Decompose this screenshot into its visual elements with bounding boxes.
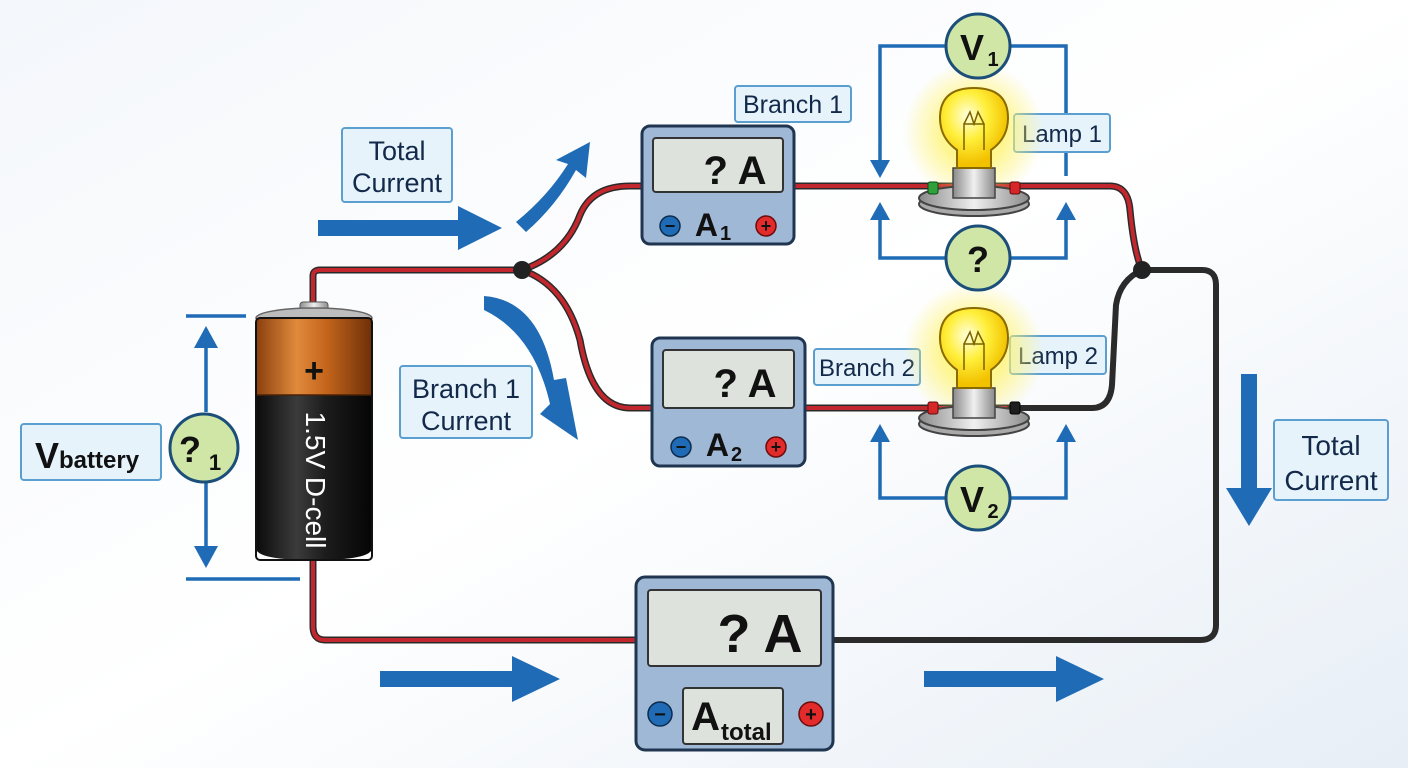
ammeter-a2-sub: 2 <box>731 444 742 466</box>
ammeter-a1-reading: ? A <box>704 149 767 193</box>
wire-return <box>830 267 1219 643</box>
ammeter-a2-symbol: A <box>706 427 729 463</box>
voltmeter-v1: V 1 <box>944 12 1012 80</box>
plus-terminal-icon <box>798 701 824 727</box>
voltmeter-v1-main: V <box>960 27 984 68</box>
ammeter-atotal: ? A − + A total <box>634 575 835 752</box>
voltmeter-v2-sub: 2 <box>987 501 998 523</box>
wires <box>309 182 1219 644</box>
label-text: Branch 1 <box>743 91 843 119</box>
label-text-line: Total <box>1301 430 1360 461</box>
v-battery-sub: battery <box>59 447 140 474</box>
label-text-line: Total <box>368 136 425 166</box>
plus-terminal-icon <box>765 436 787 458</box>
minus-sign: − <box>654 704 666 726</box>
label-branch1: Branch 1 <box>734 85 852 123</box>
v-battery-main: V <box>35 435 59 476</box>
minus-terminal-icon <box>659 215 681 237</box>
voltmeter-unknown: ? <box>944 224 1012 292</box>
minus-sign: − <box>665 216 676 236</box>
junction-left <box>513 261 531 279</box>
current-arrows <box>318 142 1272 702</box>
label-text-line: Current <box>421 406 512 436</box>
voltmeter-battery-main: ? <box>179 429 201 470</box>
battery-plus-sign: + <box>304 352 324 390</box>
label-text-line: Current <box>352 168 443 198</box>
voltmeter-v2-main: V <box>960 479 984 520</box>
arrow-total-current-top <box>318 206 502 250</box>
label-v-battery: Vbattery <box>20 423 162 481</box>
minus-terminal-icon <box>647 701 673 727</box>
ammeter-a1: ? A − + A 1 <box>640 124 796 246</box>
arrow-branch1-up <box>516 142 590 232</box>
v-battery-symbol: Vbattery <box>35 435 140 476</box>
arrow-bottom-left <box>380 656 560 702</box>
battery-label: 1.5V D-cell <box>300 412 331 549</box>
ammeter-a1-sub: 1 <box>720 223 731 245</box>
voltmeter-unknown-main: ? <box>967 239 989 280</box>
arrow-branch1-current <box>484 296 578 440</box>
voltmeter-v2: V 2 <box>944 464 1012 532</box>
label-total-current-top: Total Current <box>341 127 453 203</box>
label-text-line: Branch 1 <box>412 374 520 404</box>
plus-terminal-icon <box>755 215 777 237</box>
plus-sign: + <box>761 216 772 236</box>
label-text-line: Current <box>1284 465 1378 496</box>
ammeter-atotal-sub: total <box>721 719 772 746</box>
ammeter-a1-symbol: A <box>695 207 718 243</box>
battery-icon: + 1.5V D-cell <box>255 301 373 561</box>
junction-right <box>1133 261 1151 279</box>
ammeter-a2-reading: ? A <box>714 362 777 406</box>
arrow-bottom-right <box>924 656 1104 702</box>
battery-voltage-indicator <box>186 314 300 581</box>
ammeter-a2: ? A − + A 2 <box>650 336 807 468</box>
label-text: Branch 2 <box>819 355 915 382</box>
label-branch1-current: Branch 1 Current <box>399 365 533 439</box>
ammeter-atotal-reading: ? A <box>718 604 803 664</box>
minus-terminal-icon <box>670 436 692 458</box>
voltmeter-lead-arrowheads <box>870 160 1076 442</box>
voltmeter-v1-sub: 1 <box>987 49 998 71</box>
plus-sign: + <box>771 437 782 457</box>
minus-sign: − <box>676 437 687 457</box>
lightbulb-icon <box>904 62 1044 217</box>
wire-branch2-return <box>1007 267 1145 411</box>
voltmeter-battery-sub: 1 <box>209 450 221 475</box>
ammeter-atotal-symbol: A <box>691 695 720 739</box>
plus-sign: + <box>805 704 817 726</box>
label-total-current-right: Total Current <box>1273 419 1389 501</box>
lightbulb-icon <box>904 282 1044 437</box>
arrow-total-current-right <box>1226 374 1272 526</box>
voltmeter-battery: ? 1 <box>168 412 240 484</box>
